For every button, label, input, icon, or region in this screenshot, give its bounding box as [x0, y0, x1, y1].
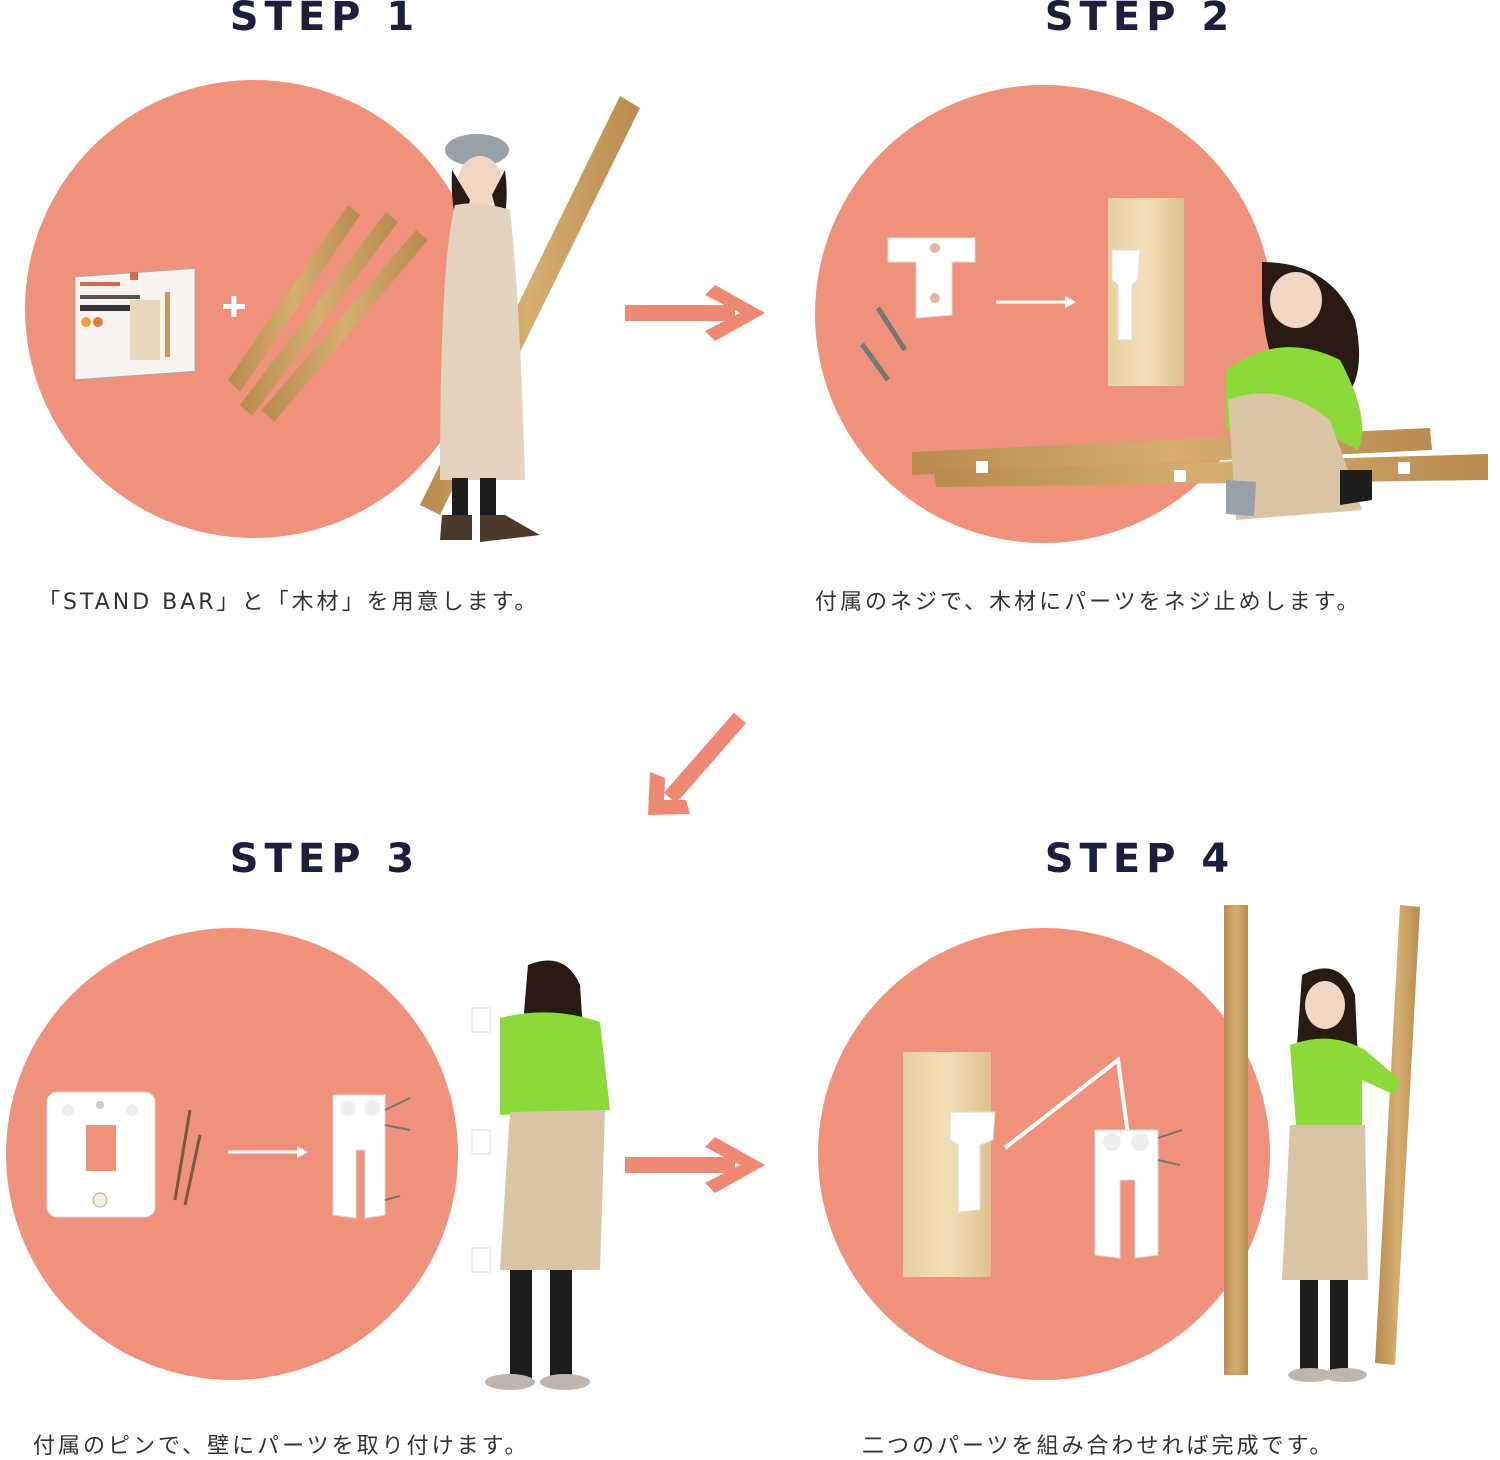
- woman-holding-board: [1282, 968, 1400, 1382]
- screws: [859, 306, 908, 382]
- assembly-arrow: [996, 296, 1076, 308]
- standing-boards: [1224, 905, 1420, 1375]
- wall-plate: [46, 1091, 156, 1218]
- t-bracket: [887, 237, 976, 319]
- board-with-bracket: [903, 1052, 996, 1277]
- step-3-caption: 付属のピンで、壁にパーツを取り付けます。: [33, 1434, 530, 1459]
- woman-kneeling: [1226, 262, 1372, 520]
- connection-line: [1003, 1056, 1130, 1150]
- wall-parts-mounted: [471, 1007, 491, 1273]
- step-4-title: STEP 4: [1044, 836, 1236, 882]
- stand-bar-package: [74, 267, 196, 381]
- wall-part: [1094, 1129, 1183, 1259]
- woman-with-board: [420, 96, 640, 542]
- step-1-caption: 「STAND BAR」と「木材」を用意します。: [38, 590, 540, 615]
- floor-boards: [912, 428, 1488, 487]
- step-4-circle: [818, 928, 1270, 1380]
- step-3-title: STEP 3: [229, 836, 421, 882]
- wall-part: [332, 1094, 411, 1219]
- woman-standing-back: [485, 960, 610, 1390]
- arrow-right-icon: [625, 1137, 765, 1193]
- assembly-arrow: [228, 1146, 308, 1158]
- step-2-caption: 付属のネジで、木材にパーツをネジ止めします。: [815, 590, 1362, 615]
- wood-boards: [228, 205, 428, 422]
- step-1-title: STEP 1: [229, 0, 421, 40]
- arrow-down-left-icon: [648, 712, 747, 815]
- board-with-bracket: [1108, 198, 1184, 386]
- pins: [173, 1109, 202, 1206]
- step-4-caption: 二つのパーツを組み合わせれば完成です。: [862, 1434, 1335, 1459]
- arrow-right-icon: [625, 285, 765, 341]
- step-2-title: STEP 2: [1044, 0, 1236, 40]
- plus-icon: [223, 296, 245, 317]
